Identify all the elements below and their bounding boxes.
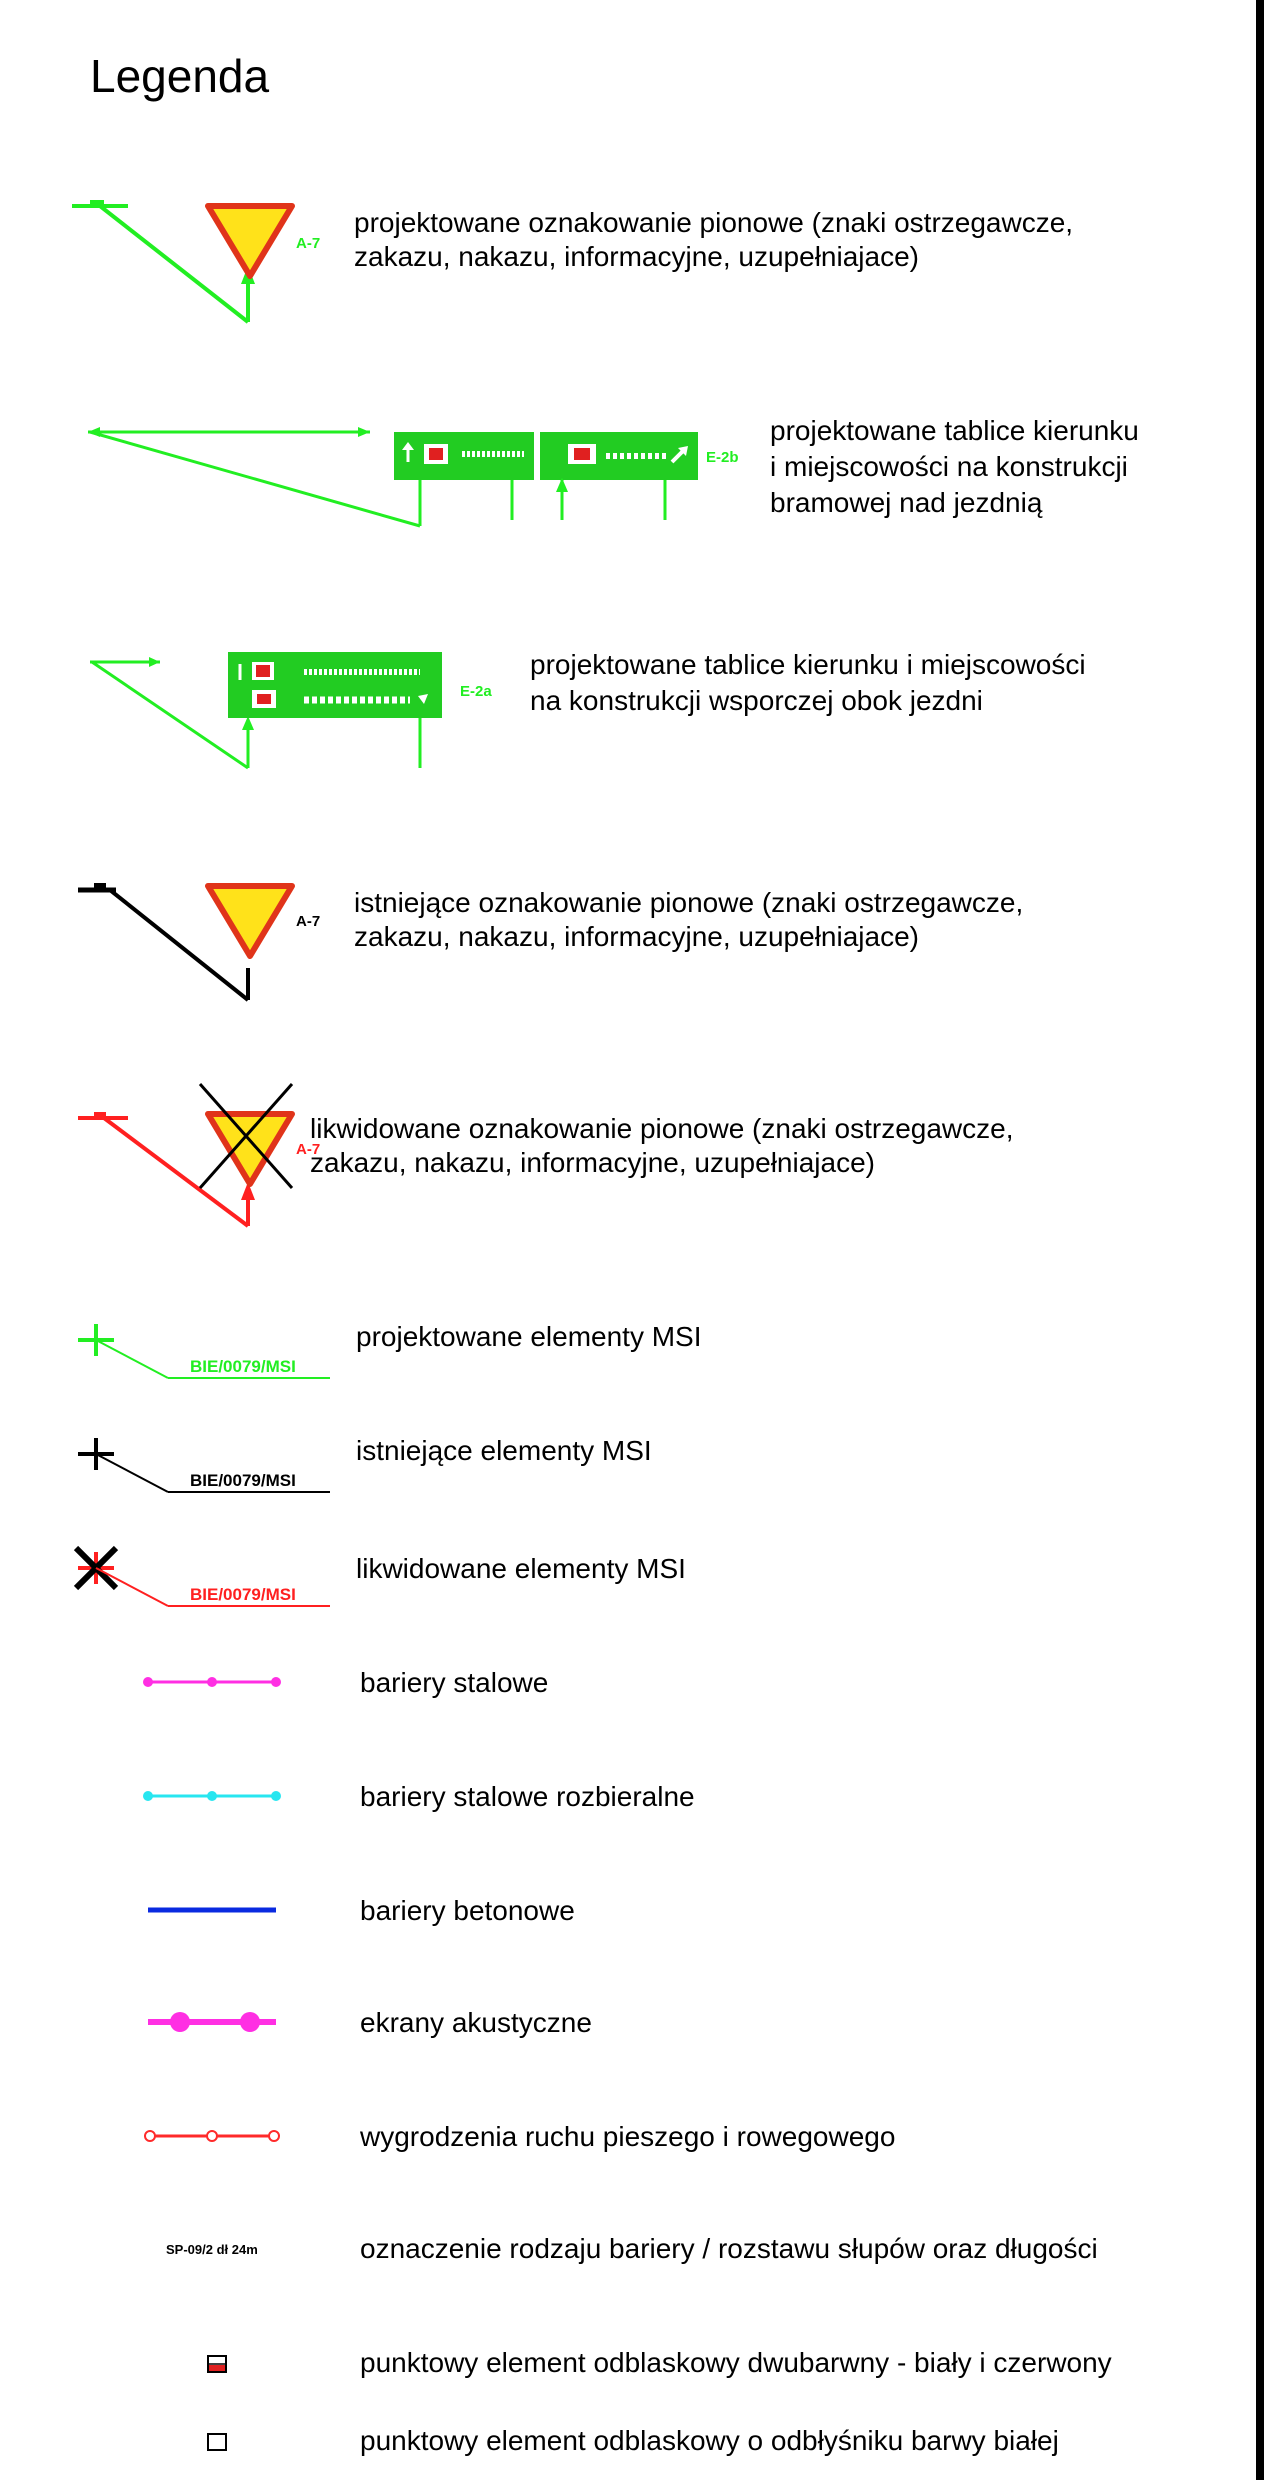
legend-item-existing-sign: A-7 istniejące oznakowanie pionowe (znak… — [78, 883, 1023, 1002]
item-description-line: zakazu, nakazu, informacyjne, uzupełniaj… — [354, 921, 919, 952]
item-description-line: istniejące oznakowanie pionowe (znaki os… — [354, 887, 1023, 918]
legend-item-existing-msi: BIE/0079/MSI istniejące elementy MSI — [78, 1435, 652, 1493]
acoustic-screen-line-symbol — [148, 2012, 276, 2032]
white-reflector-icon — [207, 2433, 227, 2451]
roadside-direction-boards-symbol — [90, 652, 442, 770]
pedestrian-fence-line-symbol — [144, 2130, 280, 2142]
legend-item-concrete-barriers: bariery betonowe — [148, 1895, 575, 1926]
legend-item-pedestrian-fencing: wygrodzenia ruchu pieszego i rowegowego — [144, 2121, 895, 2152]
item-description-line: na konstrukcji wsporczej obok jezdni — [530, 685, 983, 716]
existing-msi-symbol — [78, 1438, 330, 1493]
item-description-line: i miejscowości na konstrukcji — [770, 451, 1128, 482]
sign-code: E-2a — [460, 683, 492, 700]
legend-item-white-reflector: punktowy element odblaskowy o odbłyśniku… — [207, 2425, 1059, 2456]
item-description-line: zakazu, nakazu, informacyjne, uzupełniaj… — [310, 1147, 875, 1178]
legend-item-barrier-type-code: SP-09/2 dł 24m oznaczenie rodzaju barier… — [166, 2233, 1098, 2264]
removable-steel-barrier-line-symbol — [143, 1791, 281, 1801]
yield-sign-icon — [205, 1111, 295, 1187]
legend-item-steel-barriers: bariery stalowe — [143, 1667, 548, 1698]
item-description-line: projektowane elementy MSI — [356, 1321, 702, 1352]
sign-code: E-2b — [706, 449, 739, 466]
item-description-line: punktowy element odblaskowy o odbłyśniku… — [360, 2425, 1059, 2456]
item-description-line: ekrany akustyczne — [360, 2007, 592, 2038]
projected-sign-marker-symbol — [72, 200, 295, 324]
sign-code: A-7 — [296, 1141, 320, 1158]
item-description-line: bariery stalowe rozbieralne — [360, 1781, 695, 1812]
item-description-line: zakazu, nakazu, informacyjne, uzupełniaj… — [354, 241, 919, 272]
legend-item-gantry-boards: E-2b projektowane tablice kierunku i mie… — [88, 415, 1139, 528]
msi-code: BIE/0079/MSI — [190, 1471, 296, 1490]
legend-item-bicolor-reflector: punktowy element odblaskowy dwubarwny - … — [207, 2347, 1112, 2378]
item-description-line: likwidowane oznakowanie pionowe (znaki o… — [310, 1113, 1014, 1144]
yield-sign-icon — [205, 203, 295, 279]
legend-item-removed-msi: BIE/0079/MSI likwidowane elementy MSI — [73, 1545, 686, 1607]
item-description-line: bariery stalowe — [360, 1667, 548, 1698]
item-description-line: punktowy element odblaskowy dwubarwny - … — [360, 2347, 1112, 2378]
legend-item-removed-sign: A-7 likwidowane oznakowanie pionowe (zna… — [78, 1083, 1014, 1228]
item-description-line: projektowane tablice kierunku — [770, 415, 1139, 446]
item-description-line: oznaczenie rodzaju bariery / rozstawu sł… — [360, 2233, 1098, 2264]
item-description-line: istniejące elementy MSI — [356, 1435, 652, 1466]
existing-sign-marker-symbol — [78, 883, 295, 1002]
item-description-line: projektowane oznakowanie pionowe (znaki … — [354, 207, 1073, 238]
direction-board-right — [540, 432, 698, 480]
item-description-line: bramowej nad jezdnią — [770, 487, 1043, 518]
steel-barrier-line-symbol — [143, 1677, 281, 1687]
page-edge-bar — [1256, 0, 1264, 2480]
barrier-type-code: SP-09/2 dł 24m — [166, 2242, 258, 2257]
item-description-line: likwidowane elementy MSI — [356, 1553, 686, 1584]
projected-msi-symbol — [78, 1324, 330, 1379]
item-description-line: bariery betonowe — [360, 1895, 575, 1926]
gantry-direction-boards-symbol — [88, 427, 698, 528]
legend-title: Legenda — [90, 50, 269, 102]
legend-item-projected-sign: A-7 projektowane oznakowanie pionowe (zn… — [72, 200, 1073, 324]
item-description-line: wygrodzenia ruchu pieszego i rowegowego — [359, 2121, 895, 2152]
yield-sign-icon — [205, 883, 295, 959]
legend-item-removable-steel-barriers: bariery stalowe rozbieralne — [143, 1781, 695, 1812]
msi-code: BIE/0079/MSI — [190, 1585, 296, 1604]
removed-msi-symbol — [73, 1545, 330, 1607]
sign-code: A-7 — [296, 235, 320, 252]
legend-item-roadside-boards: E-2a projektowane tablice kierunku i mie… — [90, 649, 1086, 770]
sign-code: A-7 — [296, 913, 320, 930]
msi-code: BIE/0079/MSI — [190, 1357, 296, 1376]
direction-board — [228, 652, 442, 718]
item-description-line: projektowane tablice kierunku i miejscow… — [530, 649, 1086, 680]
legend-item-acoustic-screens: ekrany akustyczne — [148, 2007, 592, 2038]
legend-item-projected-msi: BIE/0079/MSI projektowane elementy MSI — [78, 1321, 702, 1379]
bicolor-reflector-icon — [207, 2355, 227, 2373]
removed-sign-marker-symbol — [78, 1083, 295, 1228]
